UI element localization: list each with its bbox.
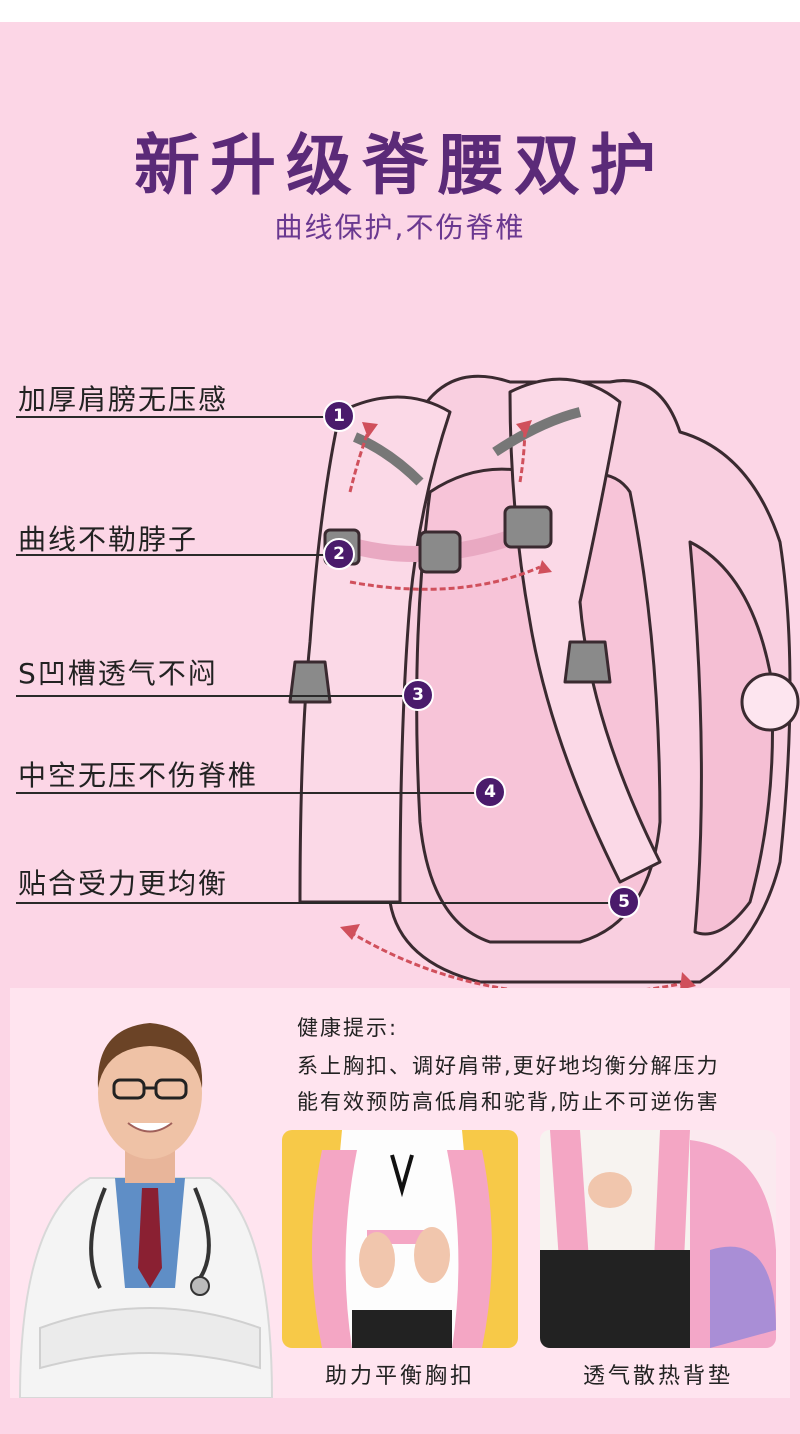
feature-badge-1: 1 — [323, 400, 355, 432]
page-subtitle: 曲线保护,不伤脊椎 — [274, 211, 526, 244]
doctor-image — [18, 1023, 274, 1398]
feature-badge-4: 4 — [474, 776, 506, 808]
health-tips-label: 健康提示: — [297, 1016, 399, 1040]
product-detail-page: 新升级脊腰双护 曲线保护,不伤脊椎 — [0, 22, 800, 1434]
health-tips-line-2: 能有效预防高低肩和驼背,防止不可逆伤害 — [297, 1090, 720, 1114]
feature-line-2 — [16, 554, 336, 556]
feature-line-1 — [16, 416, 336, 418]
health-tips-line-1: 系上胸扣、调好肩带,更好地均衡分解压力 — [297, 1054, 720, 1078]
chest-buckle-photo — [282, 1130, 518, 1348]
back-pad-photo — [540, 1130, 776, 1348]
feature-label-4: 中空无压不伤脊椎 — [18, 759, 259, 792]
back-pad-caption: 透气散热背垫 — [582, 1364, 733, 1389]
feature-badge-5: 5 — [608, 886, 640, 918]
feature-label-5: 贴合受力更均衡 — [18, 867, 229, 900]
feature-label-2: 曲线不勒脖子 — [18, 523, 199, 556]
feature-badge-3: 3 — [402, 679, 434, 711]
feature-badge-2: 2 — [323, 538, 355, 570]
feature-label-1: 加厚肩膀无压感 — [18, 383, 229, 416]
feature-label-3: S凹槽透气不闷 — [18, 657, 218, 690]
feature-line-5 — [16, 902, 612, 904]
health-tips-panel: 健康提示: 系上胸扣、调好肩带,更好地均衡分解压力 能有效预防高低肩和驼背,防止… — [10, 988, 790, 1398]
feature-line-4 — [16, 792, 478, 794]
page-title: 新升级脊腰双护 — [134, 127, 666, 204]
chest-buckle-caption: 助力平衡胸扣 — [324, 1364, 475, 1389]
backpack-illustration — [288, 374, 800, 996]
feature-line-3 — [16, 695, 404, 697]
